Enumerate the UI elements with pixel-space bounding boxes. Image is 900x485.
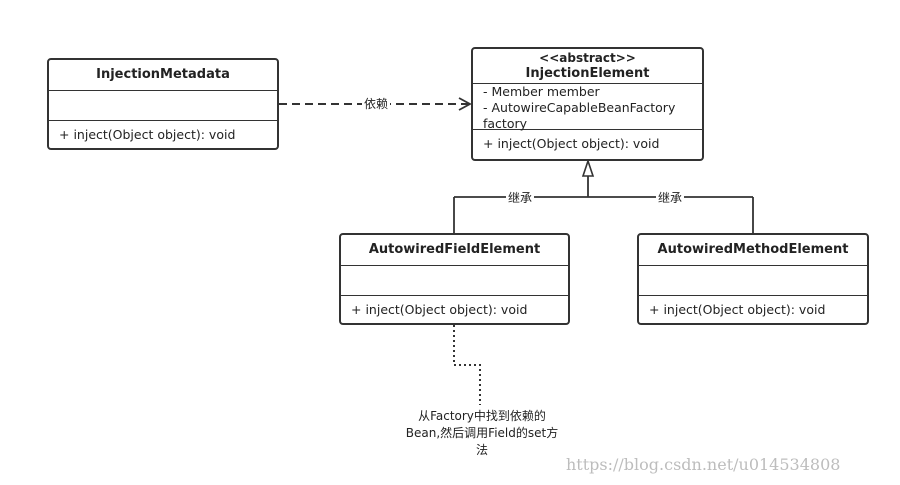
note-line-1: 从Factory中找到依赖的 (418, 409, 546, 423)
watermark: https://blog.csdn.net/u014534808 (566, 455, 841, 474)
class-name: InjectionMetadata (96, 67, 230, 82)
note-text: 从Factory中找到依赖的 Bean,然后调用Field的set方 法 (392, 408, 572, 459)
dependency-label: 依赖 (362, 95, 391, 112)
attributes-section (639, 265, 867, 295)
inherit-left-label: 继承 (506, 189, 535, 206)
class-autowired-method-element[interactable]: AutowiredMethodElement + inject(Object o… (637, 233, 869, 325)
class-name: AutowiredMethodElement (657, 242, 849, 257)
attribute-member: - Member member (483, 84, 600, 99)
note-connector (453, 325, 481, 405)
inheritance-arrowhead (581, 158, 595, 177)
attributes-section: - Member member - AutowireCapableBeanFac… (473, 83, 702, 131)
stereotype: <<abstract>> (539, 51, 636, 65)
class-injection-metadata[interactable]: InjectionMetadata + inject(Object object… (47, 58, 279, 150)
operation: + inject(Object object): void (473, 129, 702, 159)
attribute-factory-name: factory (483, 116, 528, 131)
operation: + inject(Object object): void (639, 295, 867, 323)
inheritance-lines (453, 176, 754, 235)
class-autowired-field-element[interactable]: AutowiredFieldElement + inject(Object ob… (339, 233, 570, 325)
class-injection-element[interactable]: <<abstract>> InjectionElement - Member m… (471, 47, 704, 161)
class-name: InjectionElement (525, 66, 650, 81)
operation: + inject(Object object): void (49, 120, 277, 148)
attribute-factory: - AutowireCapableBeanFactory (483, 100, 676, 115)
class-name: AutowiredFieldElement (368, 242, 541, 257)
inherit-right-label: 继承 (656, 189, 685, 206)
class-header: <<abstract>> InjectionElement (473, 49, 702, 83)
operation: + inject(Object object): void (341, 295, 568, 323)
attributes-section (341, 265, 568, 295)
note-line-2: Bean,然后调用Field的set方 (405, 426, 559, 440)
attributes-section (49, 90, 277, 120)
note-line-3: 法 (475, 443, 488, 457)
